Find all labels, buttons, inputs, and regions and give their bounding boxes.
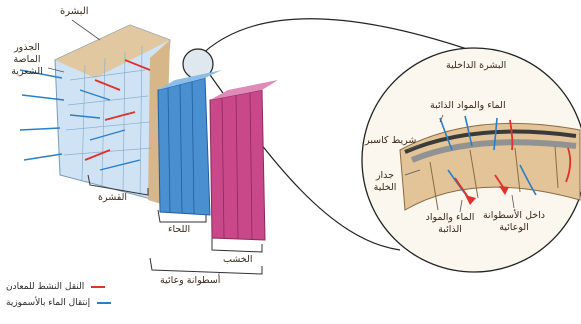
label-root-hairs: الجذور الماصة الشعرية xyxy=(4,42,50,78)
red-arrow-icon xyxy=(91,286,105,288)
label-xylem: الخشب xyxy=(223,254,252,266)
legend-active-text: النقل النشط للمعادن xyxy=(6,282,84,292)
zoom-line-top xyxy=(198,19,470,58)
label-epidermis: البشرة xyxy=(60,6,89,19)
label-water-solutes-bottom: الماء والمواد الذائبة xyxy=(420,212,480,236)
legend-osmosis-text: إنتقال الماء بالأسموزية xyxy=(6,298,90,308)
label-endodermis: البشرة الداخلية xyxy=(446,60,506,72)
legend-osmosis: إنتقال الماء بالأسموزية xyxy=(6,298,111,308)
label-phloem: اللحاء xyxy=(168,224,190,236)
label-cortex: القشرة xyxy=(98,192,127,204)
xylem-tubes xyxy=(210,80,278,240)
label-vascular-cylinder: أسطوانة وعائية xyxy=(160,275,220,287)
label-into-vascular: داخل الأسطوانة الوعائية xyxy=(482,210,546,234)
label-cell-wall: جدار الخلية xyxy=(368,170,402,194)
label-water-solutes-top: الماء والمواد الذائبة xyxy=(430,100,506,112)
label-casparian-strip: شريط كاسبر xyxy=(365,135,416,147)
legend-active-transport: النقل النشط للمعادن xyxy=(6,282,105,292)
blue-arrow-icon xyxy=(97,302,111,304)
